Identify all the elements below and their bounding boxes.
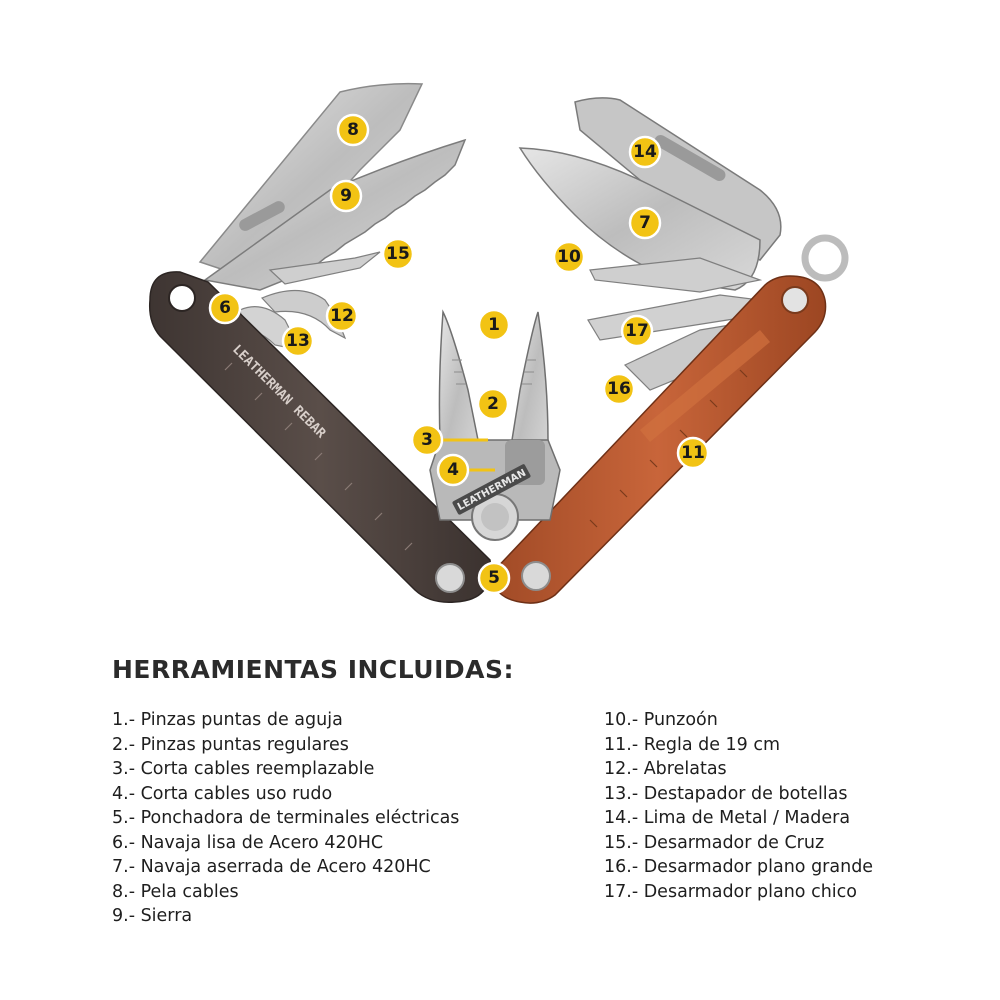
multitool-illustration: LEATHERMAN REBAR bbox=[148, 82, 849, 604]
callout-badge-8: 8 bbox=[336, 113, 370, 147]
list-item: 7.- Navaja aserrada de Acero 420HC bbox=[112, 857, 431, 877]
section-heading: HERRAMIENTAS INCLUIDAS: bbox=[112, 655, 515, 684]
svg-text:12: 12 bbox=[330, 306, 354, 326]
list-item: 10.- Punzoón bbox=[604, 710, 718, 730]
list-item: 9.- Sierra bbox=[112, 906, 193, 926]
callout-badge-7: 7 bbox=[628, 206, 662, 240]
svg-text:16: 16 bbox=[607, 379, 631, 399]
svg-text:8: 8 bbox=[347, 120, 359, 140]
callout-badge-6: 6 bbox=[208, 291, 242, 325]
svg-text:13: 13 bbox=[286, 331, 310, 351]
tool-list-left: 1.- Pinzas puntas de aguja 2.- Pinzas pu… bbox=[112, 708, 459, 929]
list-item: 17.- Desarmador plano chico bbox=[604, 881, 857, 902]
list-item: 15.- Desarmador de Cruz bbox=[604, 832, 825, 853]
callout-badge-3: 3 bbox=[410, 423, 444, 457]
svg-text:3: 3 bbox=[421, 430, 433, 450]
awl bbox=[589, 257, 763, 293]
callout-badge-4: 4 bbox=[436, 453, 470, 487]
callout-badge-14: 14 bbox=[628, 135, 662, 169]
list-item: 3.- Corta cables reemplazable bbox=[112, 759, 375, 779]
callout-badge-2: 2 bbox=[476, 387, 510, 421]
svg-text:6: 6 bbox=[219, 298, 231, 318]
callout-badge-5: 5 bbox=[477, 561, 511, 595]
callout-badge-1: 1 bbox=[477, 308, 511, 342]
svg-text:10: 10 bbox=[557, 247, 581, 267]
list-item: 13.- Destapador de botellas bbox=[604, 783, 848, 804]
phillips-driver bbox=[268, 251, 381, 285]
list-item: 11.- Regla de 19 cm bbox=[604, 734, 781, 755]
svg-text:9: 9 bbox=[340, 186, 352, 206]
callout-badge-16: 16 bbox=[602, 372, 636, 406]
svg-text:1: 1 bbox=[488, 315, 500, 335]
list-item: 12.- Abrelatas bbox=[604, 759, 727, 779]
right-handle bbox=[489, 275, 827, 604]
callout-badge-17: 17 bbox=[620, 314, 654, 348]
callout-badge-11: 11 bbox=[676, 436, 710, 470]
list-item: 1.- Pinzas puntas de aguja bbox=[112, 710, 343, 730]
svg-text:17: 17 bbox=[625, 321, 649, 341]
svg-text:4: 4 bbox=[447, 460, 459, 480]
svg-text:15: 15 bbox=[386, 244, 410, 264]
list-item: 14.- Lima de Metal / Madera bbox=[604, 808, 851, 828]
saw-blade bbox=[203, 138, 467, 291]
callout-badge-15: 15 bbox=[381, 237, 415, 271]
list-item: 5.- Ponchadora de terminales eléctricas bbox=[112, 808, 460, 828]
callout-badge-10: 10 bbox=[552, 240, 586, 274]
left-handle: LEATHERMAN REBAR bbox=[148, 271, 492, 603]
list-item: 6.- Navaja lisa de Acero 420HC bbox=[112, 832, 384, 853]
svg-text:7: 7 bbox=[639, 213, 651, 233]
list-item: 4.- Corta cables uso rudo bbox=[112, 783, 333, 804]
svg-text:2: 2 bbox=[487, 394, 499, 414]
file-tool bbox=[574, 97, 782, 261]
callout-badge-12: 12 bbox=[325, 299, 359, 333]
callout-badge-9: 9 bbox=[329, 179, 363, 213]
list-item: 8.- Pela cables bbox=[112, 881, 239, 902]
svg-text:5: 5 bbox=[488, 568, 500, 588]
svg-text:14: 14 bbox=[633, 142, 657, 162]
callout-badge-13: 13 bbox=[281, 324, 315, 358]
svg-text:11: 11 bbox=[681, 443, 705, 463]
list-item: 16.- Desarmador plano grande bbox=[604, 857, 874, 877]
tool-list-right: 10.- Punzoón 11.- Regla de 19 cm 12.- Ab… bbox=[604, 708, 873, 904]
pliers: LEATHERMAN bbox=[429, 309, 561, 541]
list-item: 2.- Pinzas puntas regulares bbox=[112, 734, 349, 755]
